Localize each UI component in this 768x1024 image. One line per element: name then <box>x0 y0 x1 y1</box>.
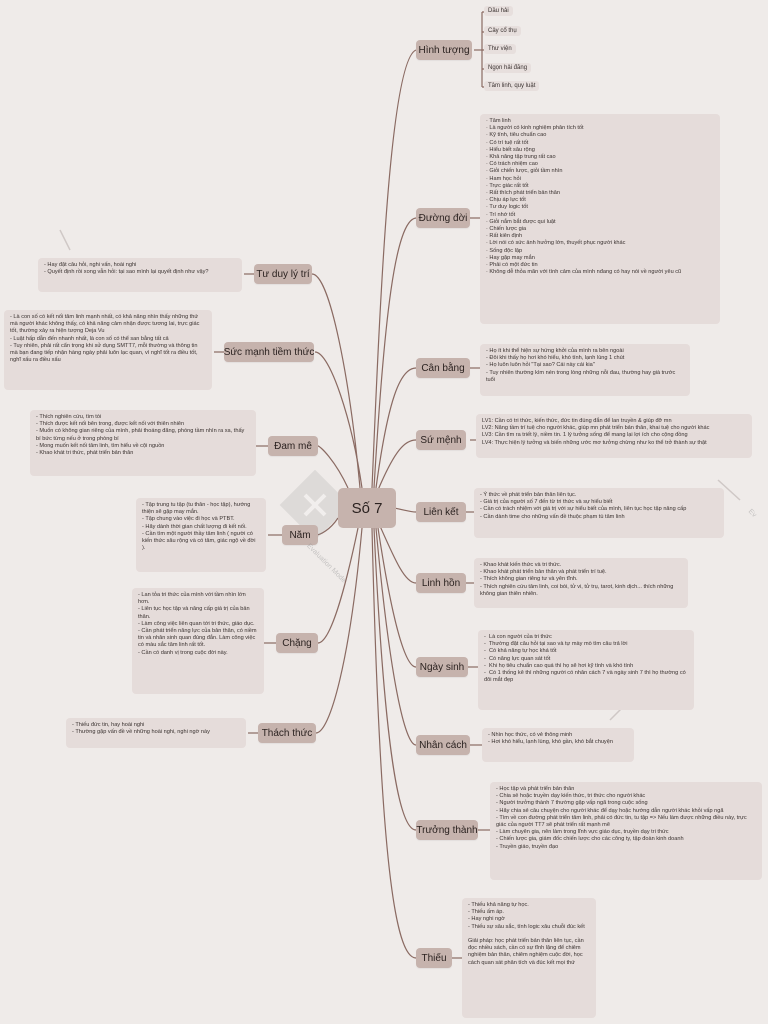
topic-linh-hon[interactable]: Linh hồn <box>416 573 466 593</box>
note-ngay-sinh: - Là con người của tri thức - Thường đặt… <box>478 630 694 710</box>
note-linh-hon: - Khao khát kiến thức và tri thức. - Kha… <box>474 558 688 608</box>
note-chang: - Lan tỏa tri thức của mình với tầm nhìn… <box>132 588 264 694</box>
leaf-cay-co-thu[interactable]: Cây cổ thụ <box>484 26 521 36</box>
note-tu-duy-ly-tri: - Hay đặt câu hỏi, nghi vấn, hoài nghi -… <box>38 258 242 292</box>
root-topic[interactable]: Số 7 <box>338 488 396 528</box>
topic-thieu[interactable]: Thiếu <box>416 948 452 968</box>
note-thieu: - Thiếu khả năng tự học. - Thiếu ấm áp. … <box>462 898 596 1018</box>
note-suc-manh-tiem-thuc: - Là con số có kết nối tâm linh mạnh nhấ… <box>4 310 212 390</box>
root-topic-label: Số 7 <box>351 499 383 517</box>
topic-suc-manh-tiem-thuc[interactable]: Sức mạnh tiềm thức <box>224 342 314 362</box>
note-can-bang: - Họ ít khi thể hiện sự hứng khởi của mì… <box>480 344 690 396</box>
topic-dam-me[interactable]: Đam mê <box>268 436 318 456</box>
note-truong-thanh: - Học tập và phát triển bản thân - Chia … <box>490 782 762 880</box>
topic-duong-doi[interactable]: Đường đời <box>416 208 470 228</box>
topic-thach-thuc[interactable]: Thách thức <box>258 723 316 743</box>
topic-su-menh[interactable]: Sứ mệnh <box>416 430 466 450</box>
topic-ngay-sinh[interactable]: Ngày sinh <box>416 657 468 677</box>
topic-nhan-cach[interactable]: Nhân cách <box>416 735 470 755</box>
note-dam-me: - Thích nghiên cứu, tìm tòi - Thích được… <box>30 410 256 476</box>
leaf-ngon-hai-dang[interactable]: Ngọn hải đăng <box>484 63 532 73</box>
leaf-thu-vien[interactable]: Thư viện <box>484 44 516 54</box>
note-su-menh: LV1: Cần có tri thức, kiến thức, đức tin… <box>476 414 752 458</box>
topic-tu-duy-ly-tri[interactable]: Tư duy lý trí <box>254 264 312 284</box>
topic-nam[interactable]: Năm <box>282 525 318 545</box>
note-nam: - Tập trung tu tập (tu thân - học tập), … <box>136 498 266 572</box>
note-nhan-cach: - Nhìn học thức, có vẻ thông minh - Hơi … <box>482 728 634 762</box>
topic-lien-ket[interactable]: Liên kết <box>416 502 466 522</box>
xmind-watermark-logo <box>279 470 351 541</box>
leaf-dau-hai[interactable]: Dầu hải <box>484 6 513 16</box>
topic-truong-thanh[interactable]: Trưởng thành <box>416 820 478 840</box>
topic-can-bang[interactable]: Cân bằng <box>416 358 470 378</box>
note-thach-thuc: - Thiếu đức tin, hay hoài nghi - Thường … <box>66 718 246 748</box>
note-lien-ket: - Ý thức về phát triển bản thân liên tục… <box>474 488 724 538</box>
note-duong-doi: · Tâm linh · Là người có kinh nghiệm phâ… <box>480 114 720 324</box>
leaf-tam-linh-quy-luat[interactable]: Tâm linh, quy luật <box>484 81 540 91</box>
topic-hinh-tuong[interactable]: Hình tượng <box>416 40 472 60</box>
topic-chang[interactable]: Chặng <box>276 633 318 653</box>
